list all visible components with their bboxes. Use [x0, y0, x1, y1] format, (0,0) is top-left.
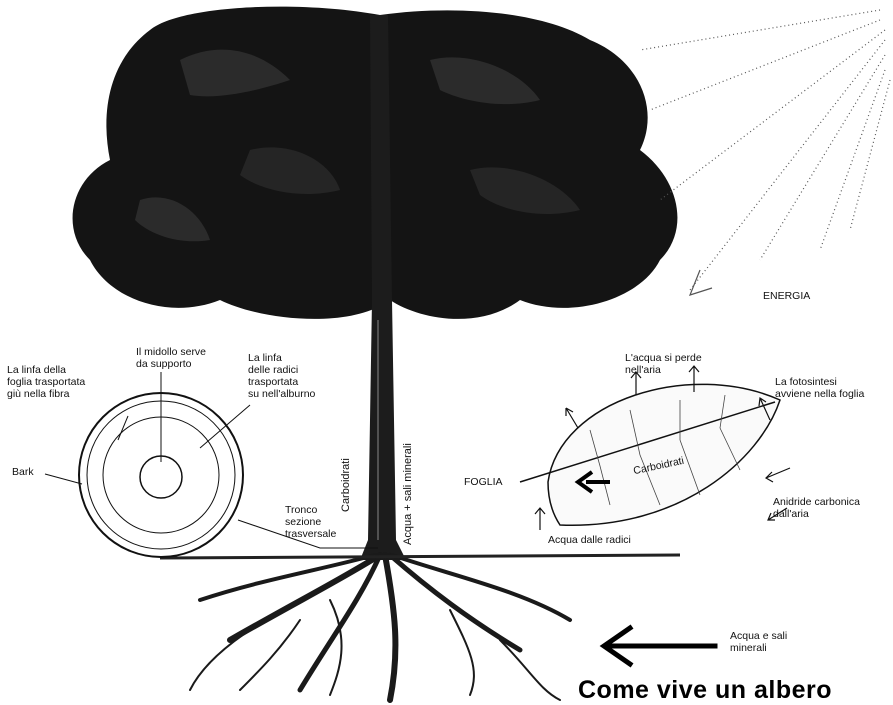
water-lost-label: L'acqua si perde nell'aria [625, 352, 702, 376]
energy-arrow-icon [690, 270, 712, 295]
sun-rays [640, 10, 890, 290]
energy-label: ENERGIA [763, 290, 810, 302]
page-title: Come vive un albero [578, 676, 832, 705]
root-sap-label: La linfa delle radici trasportata su nel… [248, 352, 315, 400]
soil-water-arrow-icon [604, 628, 715, 664]
photosynthesis-label: La fotosintesi avviene nella foglia [775, 376, 864, 400]
water-minerals-trunk-label: Acqua + sali minerali [402, 443, 414, 545]
carbohydrates-trunk-label: Carboidrati [340, 458, 352, 512]
co2-label: Anidride carbonica dall'aria [773, 496, 860, 520]
water-minerals-soil-label: Acqua e sali minerali [730, 630, 787, 654]
leaf-illustration [520, 384, 780, 525]
trunk-section-label: Tronco sezione trasversale [285, 504, 336, 540]
water-from-roots-label: Acqua dalle radici [548, 534, 631, 546]
leaf-sap-label: La linfa della foglia trasportata giù ne… [7, 364, 85, 400]
ground-line [160, 555, 680, 558]
pith-label: Il midollo serve da supporto [136, 346, 206, 370]
tree-roots [190, 555, 570, 700]
bark-label: Bark [12, 466, 34, 478]
leaf-label: FOGLIA [464, 476, 503, 488]
